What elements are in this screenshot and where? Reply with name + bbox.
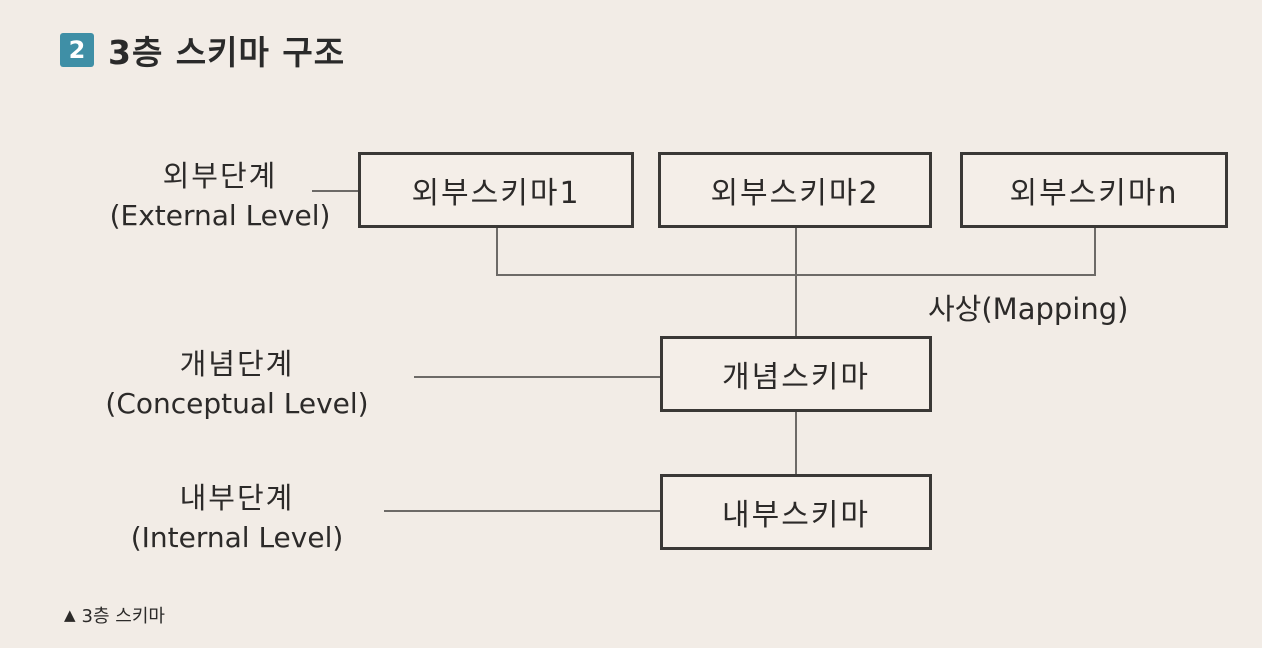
- internal-level-label: 내부단계 (Internal Level): [100, 478, 374, 558]
- section-title: 3층 스키마 구조: [108, 33, 346, 72]
- conceptual-level-en: (Conceptual Level): [105, 387, 369, 420]
- conceptual-level-label: 개념단계 (Conceptual Level): [72, 344, 402, 424]
- external-level-ko: 외부단계: [162, 159, 278, 193]
- external-1-drop-line: [496, 226, 498, 276]
- internal-level-ko: 내부단계: [179, 481, 295, 515]
- external-to-conceptual-line: [795, 226, 797, 338]
- figure-caption-text: 3층 스키마: [81, 606, 165, 627]
- external-level-en: (External Level): [109, 199, 331, 232]
- figure-caption: ▲ 3층 스키마: [64, 602, 165, 628]
- external-schema-2-box: 외부스키마2: [658, 152, 932, 228]
- conceptual-to-internal-line: [795, 410, 797, 476]
- mapping-label: 사상(Mapping): [928, 292, 1129, 326]
- internal-level-en: (Internal Level): [130, 521, 344, 554]
- external-level-connector: [312, 190, 360, 192]
- internal-level-connector: [384, 510, 660, 512]
- conceptual-level-ko: 개념단계: [179, 347, 295, 381]
- conceptual-level-connector: [414, 376, 660, 378]
- section-heading: 2 3층 스키마 구조: [60, 26, 345, 74]
- section-number-badge: 2: [60, 33, 94, 67]
- external-level-label: 외부단계 (External Level): [86, 156, 354, 236]
- conceptual-schema-box: 개념스키마: [660, 336, 932, 412]
- external-schema-1-box: 외부스키마1: [358, 152, 634, 228]
- internal-schema-box: 내부스키마: [660, 474, 932, 550]
- external-schema-n-box: 외부스키마n: [960, 152, 1228, 228]
- triangle-icon: ▲: [64, 606, 76, 624]
- external-n-drop-line: [1094, 226, 1096, 276]
